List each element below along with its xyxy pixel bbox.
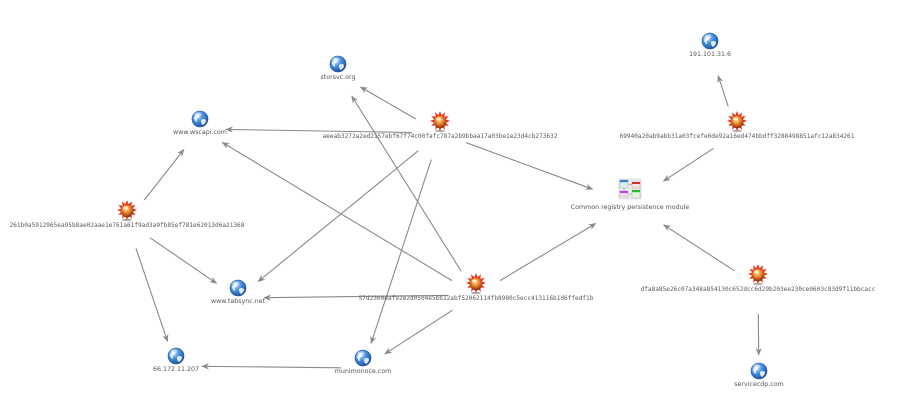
node-label: storsvc.org — [321, 74, 356, 81]
edge-69940-to-191 — [717, 74, 729, 107]
graph-node-malware[interactable]: aeeab3272a2ed2157ebf67f74c00fafc787a2b9b… — [323, 111, 558, 140]
graph-node-malware[interactable]: 69940a20ab9abb31a03fcefe6de92a16ed474bbd… — [620, 111, 855, 140]
graph-node-domain[interactable]: storsvc.org — [321, 55, 356, 81]
graph-node-domain[interactable]: www.tabsync.net — [211, 279, 266, 305]
node-label: 69940a20ab9abb31a03fcefe6de92a16ed474bbd… — [620, 133, 855, 140]
malware-icon — [430, 111, 450, 133]
globe-icon — [354, 349, 372, 367]
globe-icon — [701, 32, 719, 50]
graph-node-domain[interactable]: servicecdp.com — [734, 362, 784, 388]
globe-icon — [229, 279, 247, 297]
node-label: aeeab3272a2ed2157ebf67f74c00fafc787a2b9b… — [323, 133, 558, 140]
edge-aeeab-to-crpm — [466, 142, 594, 190]
malware-icon — [117, 200, 137, 222]
globe-icon — [191, 110, 209, 128]
node-label: www.wscapi.com — [173, 129, 227, 136]
node-label: munimonoce.com — [335, 368, 391, 375]
globe-icon — [329, 55, 347, 73]
malware-icon — [466, 273, 486, 295]
edge-aeeab-to-wscapi — [225, 126, 413, 134]
edge-aeeab-to-tabsync — [257, 150, 419, 283]
edge-261b-to-66172 — [135, 248, 169, 343]
node-label: 191.101.31.6 — [689, 51, 731, 58]
malware-icon — [748, 264, 768, 286]
module-icon — [618, 178, 642, 200]
nodes-layer: storsvc.org www.wscapi.com 191.101.31.6 aee… — [10, 32, 876, 388]
node-label: servicecdp.com — [734, 381, 783, 388]
node-label: 66.172.11.207 — [153, 366, 199, 373]
node-label: 57d2300daf92e2d0504e5bb12abf52062114fb89… — [359, 295, 594, 302]
edge-57d2-to-wscapi — [221, 141, 453, 282]
edge-57d2-to-tabsync — [263, 294, 449, 301]
node-label: dfa8a85e26c07a348a854130c652dcc6d29b203e… — [641, 286, 876, 293]
node-label: Common registry persistence module — [571, 204, 690, 211]
edge-261b-to-tabsync — [149, 237, 218, 284]
malware-icon — [727, 111, 747, 133]
edge-munimonoce-to-66172 — [201, 363, 342, 370]
graph-node-malware[interactable]: dfa8a85e26c07a348a854130c652dcc6d29b203e… — [641, 264, 876, 293]
edge-69940-to-crpm — [662, 147, 714, 182]
graph-node-malware[interactable]: 57d2300daf92e2d0504e5bb12abf52062114fb89… — [359, 273, 594, 302]
edge-dfa8-to-crpm — [662, 224, 735, 272]
graph-node-ip[interactable]: 191.101.31.6 — [689, 32, 731, 58]
graph-node-domain[interactable]: munimonoce.com — [335, 349, 391, 375]
globe-icon — [750, 362, 768, 380]
edge-aeeab-to-storsvc — [359, 86, 417, 120]
graph-node-ip[interactable]: 66.172.11.207 — [153, 347, 199, 373]
node-label: 261b0a5912965ea95b8ae02aae1e761a61f9ad3a… — [10, 222, 245, 229]
edges-layer — [135, 74, 762, 370]
node-label: www.tabsync.net — [211, 298, 266, 305]
graph-node-module[interactable]: Common registry persistence module — [571, 178, 690, 211]
graph-node-domain[interactable]: www.wscapi.com — [173, 110, 227, 136]
edge-57d2-to-crpm — [499, 223, 597, 282]
globe-icon — [167, 347, 185, 365]
edge-261b-to-wscapi — [143, 148, 185, 201]
edge-57d2-to-munimonoce — [384, 309, 453, 355]
edge-57d2-to-storsvc — [351, 95, 462, 272]
edge-aeeab-to-munimonoce — [370, 159, 432, 345]
graph-node-malware[interactable]: 261b0a5912965ea95b8ae02aae1e761a61f9ad3a… — [10, 200, 245, 229]
